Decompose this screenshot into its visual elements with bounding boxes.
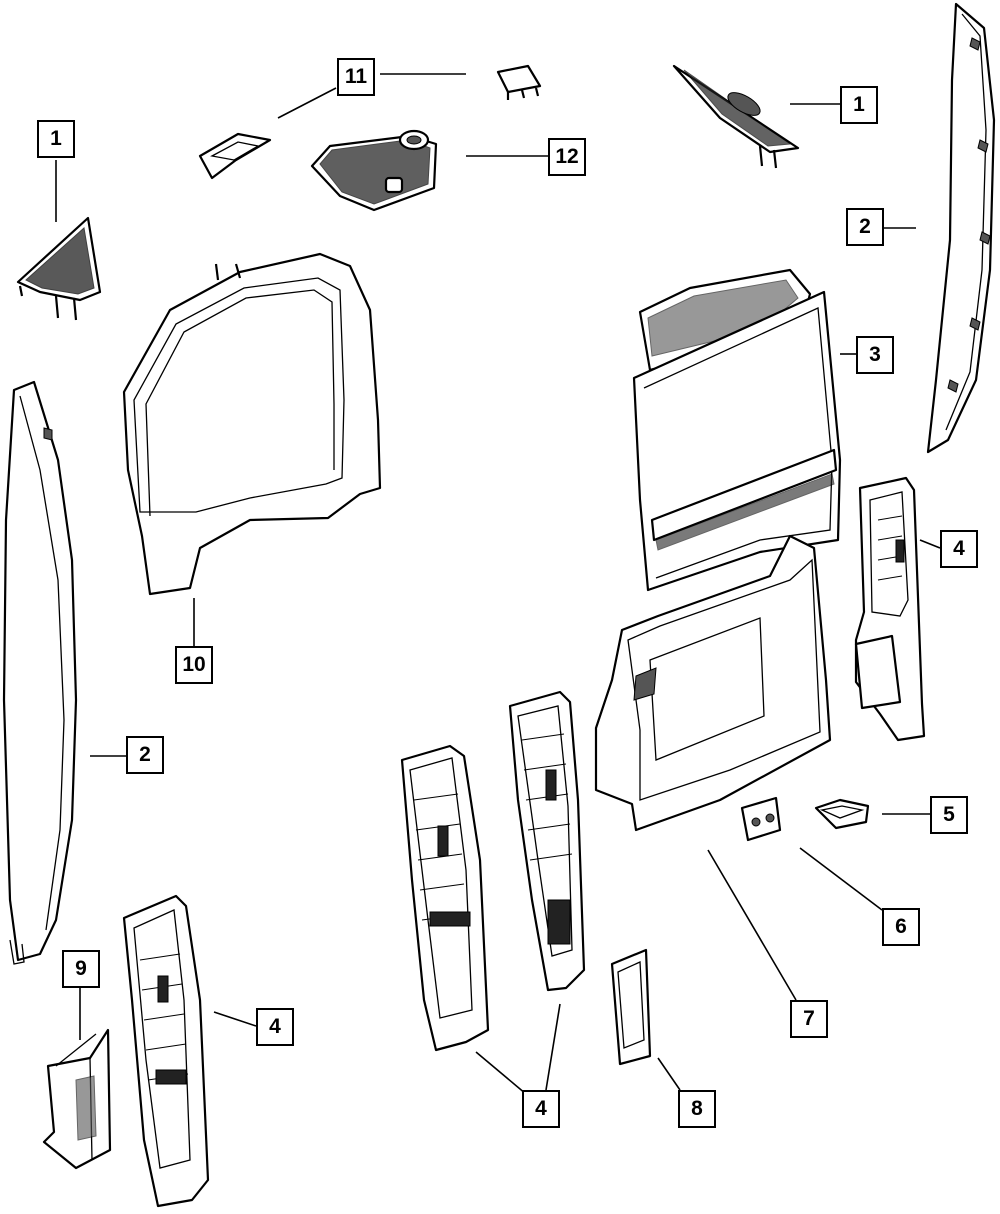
callout-9: 9 — [62, 950, 100, 988]
callout-4-center: 4 — [522, 1090, 560, 1128]
callout-4-left: 4 — [256, 1008, 294, 1046]
speaker-grille-left — [16, 216, 102, 321]
callout-2-left: 2 — [126, 736, 164, 774]
callout-1-left: 1 — [37, 120, 75, 158]
callout-10: 10 — [175, 646, 213, 684]
air-vent-left — [122, 894, 210, 1208]
callout-3: 3 — [856, 336, 894, 374]
callout-1-right: 1 — [840, 86, 878, 124]
clip-part-11 — [198, 64, 542, 180]
leader-lines — [55, 73, 941, 1095]
speaker-grille-right — [672, 64, 800, 169]
callout-7: 7 — [790, 1000, 828, 1038]
callout-2-right: 2 — [846, 208, 884, 246]
air-vent-right — [854, 476, 926, 742]
glove-box-door — [632, 268, 842, 592]
bracket-9 — [42, 1028, 112, 1170]
switch-panel-6 — [740, 796, 782, 842]
air-vent-center-b — [508, 690, 586, 992]
callout-6: 6 — [882, 908, 920, 946]
cover-plate-8 — [610, 948, 652, 1066]
cluster-bezel — [122, 252, 382, 596]
pillar-trim-left — [2, 380, 78, 965]
center-speaker — [310, 129, 438, 212]
callout-12: 12 — [548, 138, 586, 176]
callout-8: 8 — [678, 1090, 716, 1128]
small-bezel-5 — [814, 798, 870, 830]
callout-5: 5 — [930, 796, 968, 834]
air-vent-center-a — [400, 744, 490, 1052]
pillar-trim-right — [926, 2, 996, 454]
callout-4-right: 4 — [940, 530, 978, 568]
glove-box-bin — [594, 534, 832, 832]
callout-11: 11 — [337, 58, 375, 96]
